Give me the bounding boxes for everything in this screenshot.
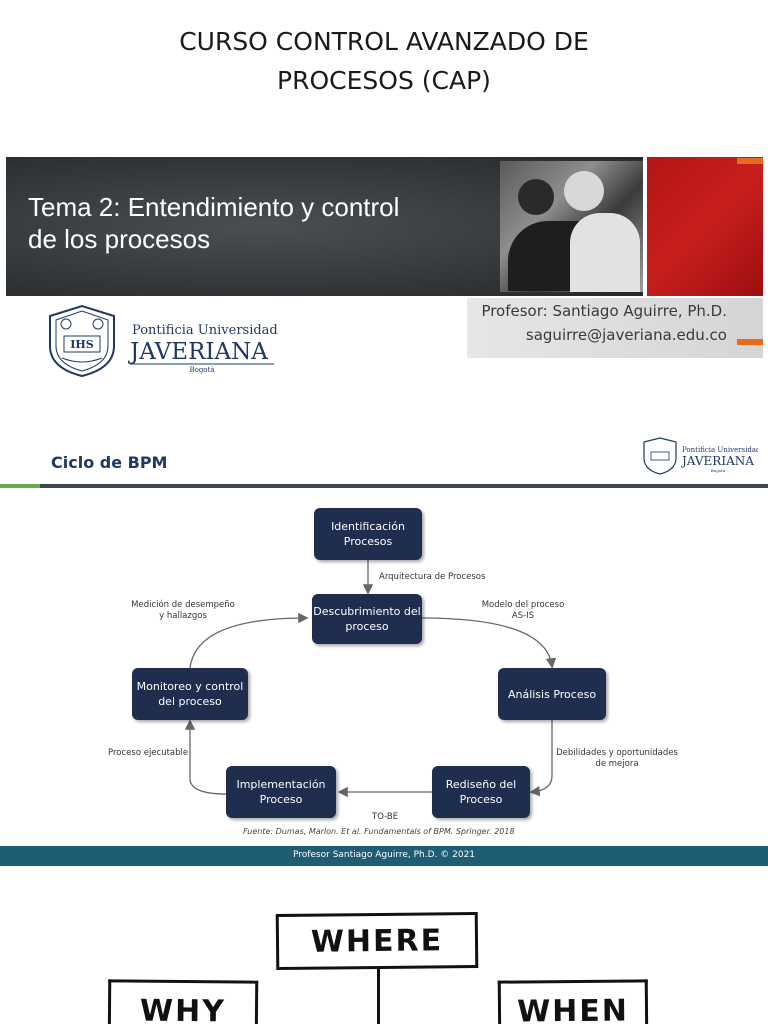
source-caption: Fuente: Dumas, Marlon. Et al. Fundamenta… <box>243 827 515 836</box>
logo-small-city: Bogotá <box>711 468 726 473</box>
slide-footer: Profesor Santiago Aguirre, Ph.D. © 2021 <box>0 846 768 866</box>
topic-title-line1: Tema 2: Entendimiento y control <box>28 192 400 222</box>
label-ejecutable: Proceso ejecutable <box>108 748 189 758</box>
arrow-descubrimiento-analisis <box>421 617 557 669</box>
box-rediseno: Rediseño del Proceso <box>432 766 530 818</box>
slide-title: Ciclo de BPM <box>51 453 168 472</box>
label-modelo-asis-line2: AS-IS <box>511 611 535 621</box>
label-medicion-line1: Medición de desempeño <box>131 600 235 610</box>
label-modelo-asis: Modelo del proceso AS-IS <box>478 600 568 622</box>
title-rule-accent <box>0 484 40 488</box>
label-medicion: Medición de desempeño y hallazgos <box>128 600 238 622</box>
where-box: WHERE <box>275 911 479 971</box>
box-analisis: Análisis Proceso <box>498 668 606 720</box>
bpm-cycle-diagram: Identificación Procesos Descubrimiento d… <box>0 490 768 845</box>
box-monitoreo: Monitoreo y control del proceso <box>132 668 248 720</box>
orange-accent-mark <box>737 158 763 164</box>
topic-title-line2: de los procesos <box>28 224 211 254</box>
professor-name: Profesor: Santiago Aguirre, Ph.D. <box>481 302 727 320</box>
course-title-line2: PROCESOS (CAP) <box>277 66 491 95</box>
seal-letters: IHS <box>70 338 94 351</box>
box-implementacion: Implementación Proceso <box>226 766 336 818</box>
tree-connector <box>377 966 380 1024</box>
university-seal-icon <box>643 437 677 475</box>
course-title-line1: CURSO CONTROL AVANZADO DE <box>179 27 589 56</box>
topic-title: Tema 2: Entendimiento y control de los p… <box>28 191 488 255</box>
professor-panel: Profesor: Santiago Aguirre, Ph.D. saguir… <box>467 298 763 358</box>
logo-university-line1: Pontificia Universidad <box>132 323 278 338</box>
label-debilidades-line1: Debilidades y oportunidades <box>556 748 678 758</box>
logo-city: Bogotá <box>189 366 214 374</box>
topic-banner: Tema 2: Entendimiento y control de los p… <box>6 157 643 296</box>
label-arquitectura: Arquitectura de Procesos <box>379 572 486 582</box>
javeriana-logo: IHS Pontificia Universidad JAVERIANA Bog… <box>49 304 278 378</box>
arrow-implementacion-monitoreo <box>184 719 227 795</box>
title-rule <box>40 484 768 488</box>
label-debilidades: Debilidades y oportunidades de mejora <box>552 748 682 770</box>
why-box: WHY <box>107 979 259 1024</box>
label-medicion-line2: y hallazgos <box>159 611 207 621</box>
label-tobe: TO-BE <box>372 812 399 822</box>
professor-email: saguirre@javeriana.edu.co <box>525 326 727 344</box>
javeriana-logo-small: Pontificia Universidad JAVERIANA Bogotá <box>643 437 758 475</box>
arrow-analisis-rediseno <box>529 720 553 797</box>
label-modelo-asis-line1: Modelo del proceso <box>481 600 565 610</box>
box-descubrimiento: Descubrimiento del proceso <box>312 594 422 644</box>
university-seal-icon: IHS <box>49 304 115 378</box>
orange-accent-mark-2 <box>737 339 763 345</box>
label-debilidades-line2: de mejora <box>595 759 639 769</box>
logo-small-line2: JAVERIANA <box>680 454 754 468</box>
logo-small-line1: Pontificia Universidad <box>682 446 758 454</box>
logo-university-line2: JAVERIANA <box>128 339 268 365</box>
arrow-monitoreo-descubrimiento <box>189 612 309 669</box>
when-box: WHEN <box>497 979 649 1024</box>
team-photo <box>500 161 643 292</box>
red-accent-panel <box>647 157 763 296</box>
box-identificacion: Identificación Procesos <box>314 508 422 560</box>
footer-text: Profesor Santiago Aguirre, Ph.D. © 2021 <box>292 850 476 860</box>
course-title: CURSO CONTROL AVANZADO DE PROCESOS (CAP) <box>0 22 768 100</box>
diagram-connectors <box>184 560 557 798</box>
